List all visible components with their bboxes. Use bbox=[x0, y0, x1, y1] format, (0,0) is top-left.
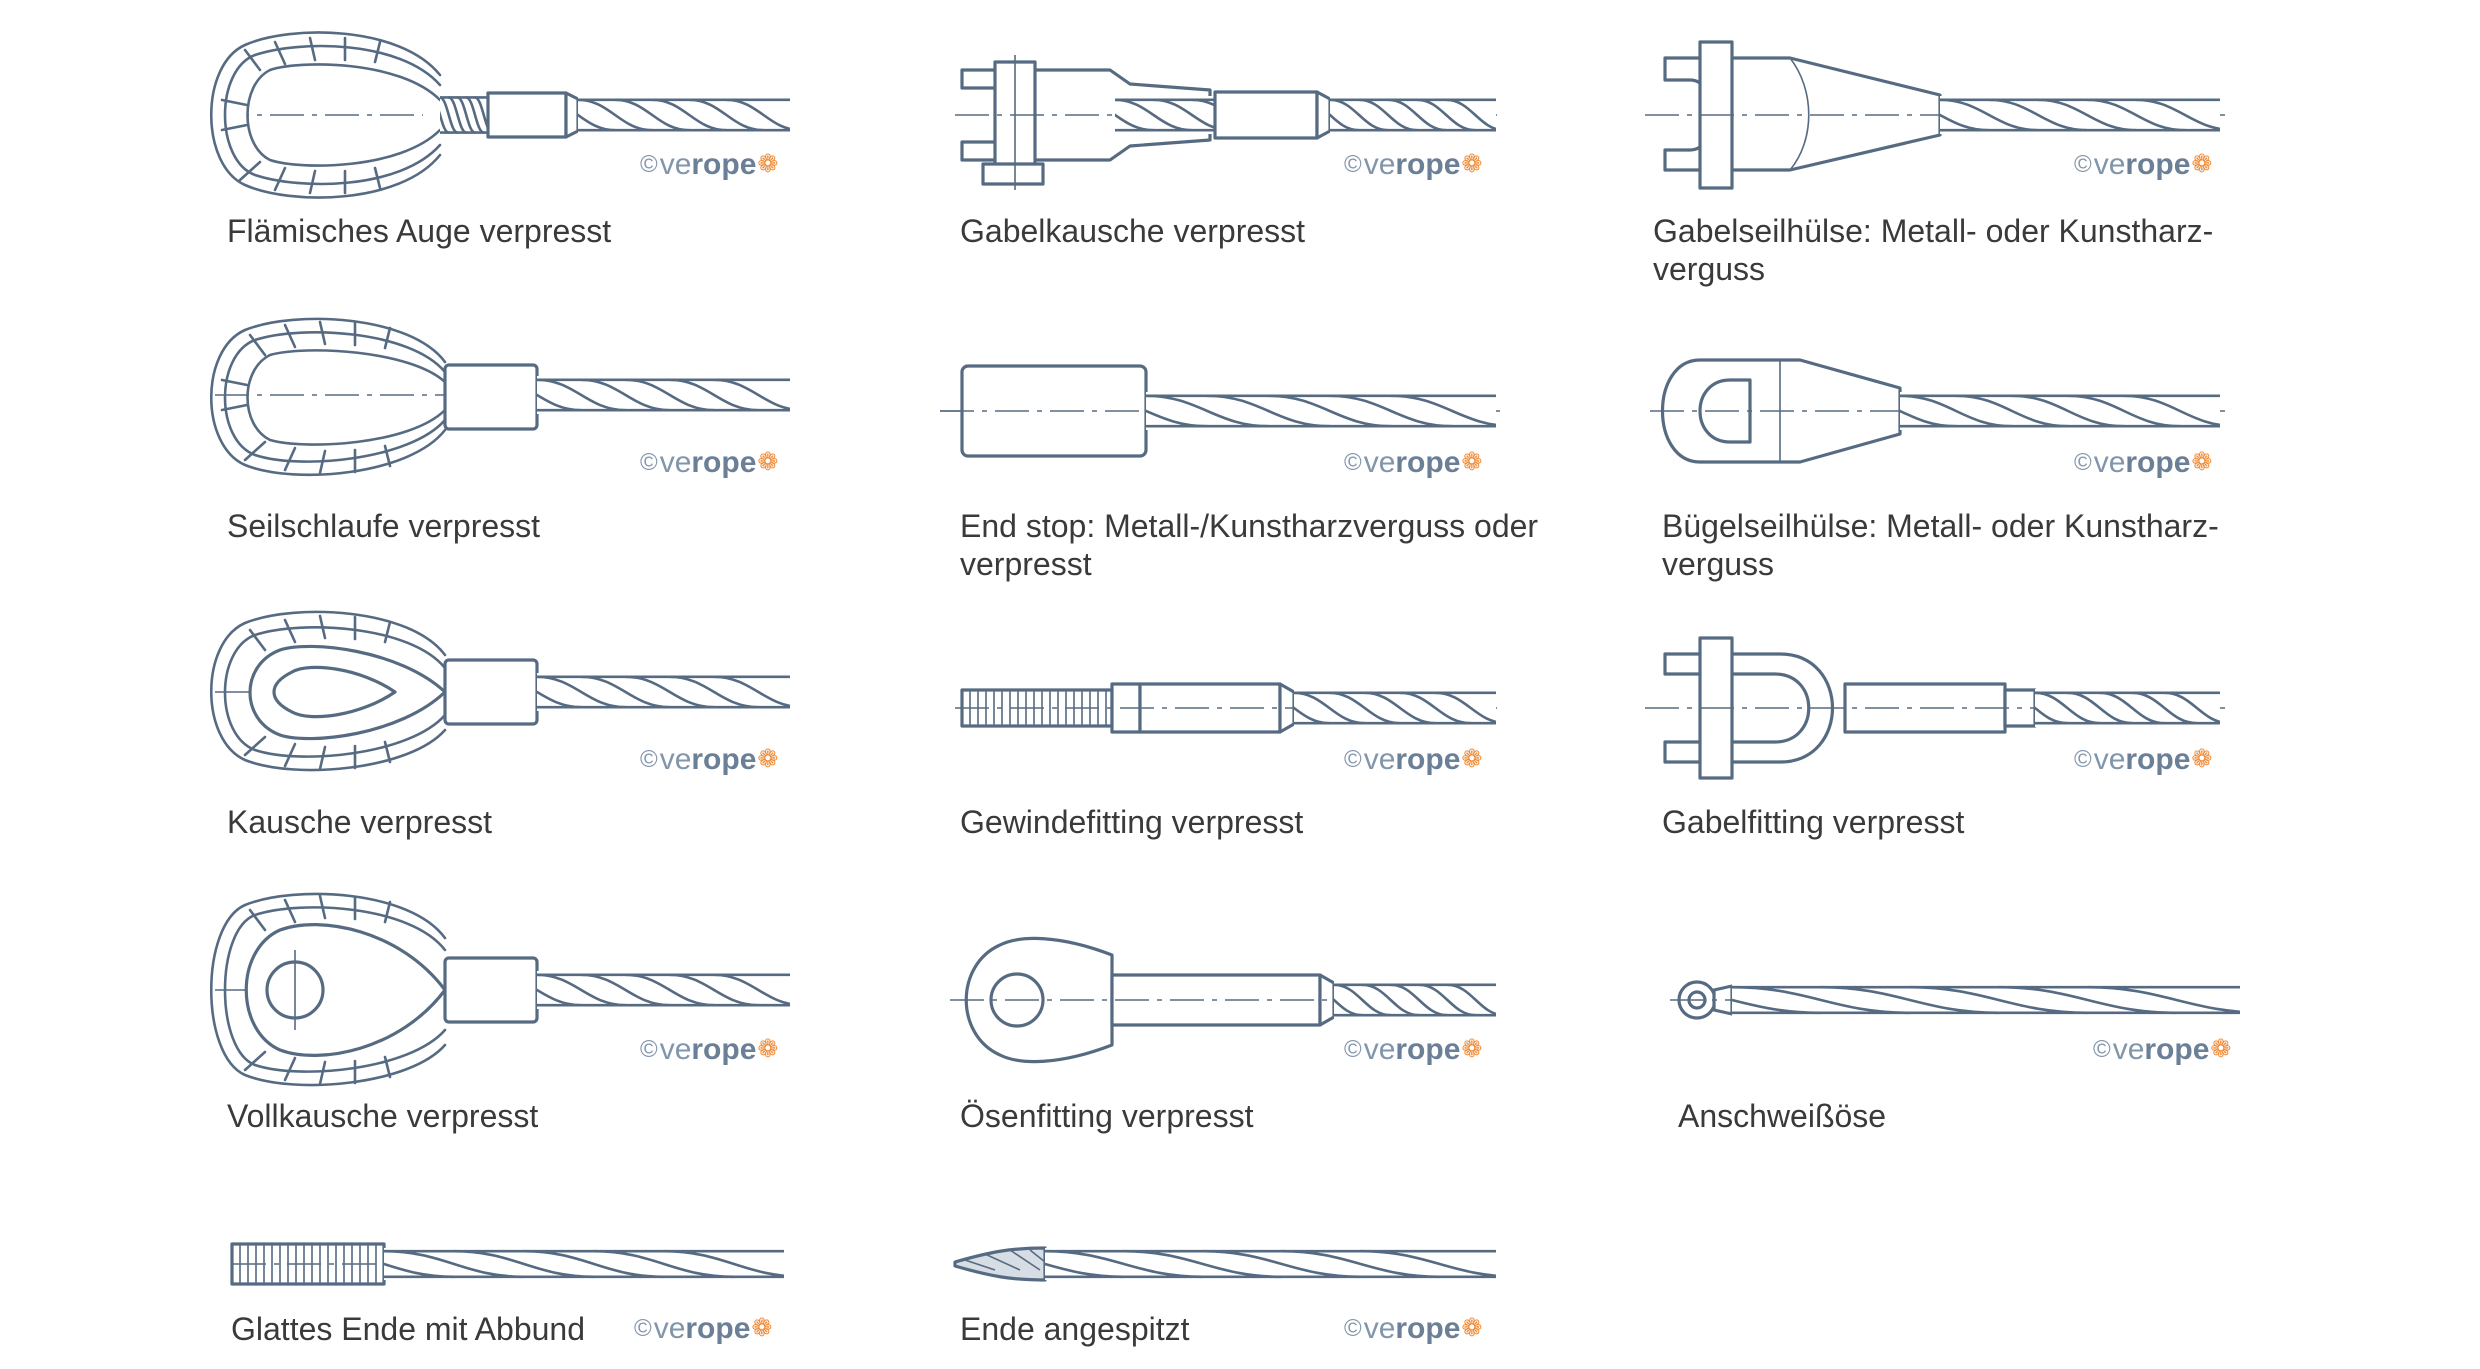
verope-logo: ©verope❁ bbox=[1344, 743, 1483, 776]
verope-mark-icon: ❁ bbox=[1461, 150, 1483, 178]
copyright-sign: © bbox=[2074, 151, 2092, 178]
label-gabelfitting: Gabelfitting verpresst bbox=[1662, 804, 1965, 840]
verope-logo: ©verope❁ bbox=[640, 446, 779, 479]
verope-logo: ©verope❁ bbox=[634, 1312, 773, 1345]
label-ende-angespitzt: Ende angespitzt bbox=[960, 1311, 1190, 1347]
diagram-gabelfitting bbox=[1645, 636, 2225, 780]
verope-mark-icon: ❁ bbox=[1461, 1314, 1483, 1342]
verope-logo: ©verope❁ bbox=[2074, 446, 2213, 479]
diagram-buegelseilhuelse bbox=[1650, 358, 2225, 464]
verope-mark-icon: ❁ bbox=[2191, 448, 2213, 476]
diagram-kausche bbox=[209, 610, 802, 772]
verope-logo: ©verope❁ bbox=[1344, 1312, 1483, 1345]
verope-logo: ©verope❁ bbox=[2074, 148, 2213, 181]
copyright-sign: © bbox=[2093, 1036, 2111, 1063]
verope-logo: ©verope❁ bbox=[2093, 1033, 2232, 1066]
diagram-gabelseilhuelse bbox=[1645, 40, 2225, 190]
diagram-anschweissoese bbox=[1670, 980, 2240, 1020]
verope-logo: ©verope❁ bbox=[640, 1033, 779, 1066]
diagram-end-stop bbox=[940, 364, 1500, 458]
diagram-seilschlaufe bbox=[209, 317, 802, 477]
label-seilschlaufe: Seilschlaufe verpresst bbox=[227, 508, 541, 544]
verope-mark-icon: ❁ bbox=[1461, 448, 1483, 476]
diagram-gabelkausche bbox=[955, 55, 1500, 190]
copyright-sign: © bbox=[1344, 449, 1362, 476]
diagram-ende-angespitzt bbox=[953, 1246, 1519, 1282]
label-gewindefitting: Gewindefitting verpresst bbox=[960, 804, 1304, 840]
label-flaemisches-auge: Flämisches Auge verpresst bbox=[227, 213, 612, 249]
copyright-sign: © bbox=[640, 1036, 658, 1063]
label-buegelseilhuelse: Bügelseilhülse: Metall- oder Kunstharz- … bbox=[1662, 508, 2219, 582]
verope-mark-icon: ❁ bbox=[751, 1314, 773, 1342]
copyright-sign: © bbox=[2074, 746, 2092, 773]
diagram-vollkausche bbox=[209, 892, 802, 1087]
verope-logo: ©verope❁ bbox=[1344, 446, 1483, 479]
label-gabelkausche: Gabelkausche verpresst bbox=[960, 213, 1306, 249]
label-end-stop: End stop: Metall-/Kunstharzverguss oder … bbox=[960, 508, 1539, 582]
verope-mark-icon: ❁ bbox=[2210, 1035, 2232, 1063]
copyright-sign: © bbox=[640, 151, 658, 178]
verope-mark-icon: ❁ bbox=[2191, 150, 2213, 178]
copyright-sign: © bbox=[1344, 1036, 1362, 1063]
verope-mark-icon: ❁ bbox=[1461, 1035, 1483, 1063]
copyright-sign: © bbox=[1344, 151, 1362, 178]
verope-logo: ©verope❁ bbox=[1344, 1033, 1483, 1066]
copyright-sign: © bbox=[640, 449, 658, 476]
label-vollkausche: Vollkausche verpresst bbox=[227, 1098, 539, 1134]
copyright-sign: © bbox=[1344, 1315, 1362, 1342]
verope-logo: ©verope❁ bbox=[640, 148, 779, 181]
diagram-gewindefitting bbox=[955, 682, 1500, 734]
verope-mark-icon: ❁ bbox=[757, 1035, 779, 1063]
label-glattes-ende: Glattes Ende mit Abbund bbox=[231, 1311, 585, 1347]
label-anschweissoese: Anschweißöse bbox=[1678, 1098, 1887, 1134]
copyright-sign: © bbox=[640, 746, 658, 773]
verope-logo: ©verope❁ bbox=[640, 743, 779, 776]
copyright-sign: © bbox=[1344, 746, 1362, 773]
label-kausche: Kausche verpresst bbox=[227, 804, 493, 840]
label-gabelseilhuelse: Gabelseilhülse: Metall- oder Kunstharz- … bbox=[1653, 213, 2214, 287]
verope-logo: ©verope❁ bbox=[1344, 148, 1483, 181]
copyright-sign: © bbox=[634, 1315, 652, 1342]
diagram-glattes-ende bbox=[230, 1242, 804, 1286]
diagram-oesenfitting bbox=[950, 936, 1500, 1064]
verope-logo: ©verope❁ bbox=[2074, 743, 2213, 776]
diagram-flaemisches-auge bbox=[207, 31, 800, 199]
verope-mark-icon: ❁ bbox=[757, 448, 779, 476]
verope-mark-icon: ❁ bbox=[757, 150, 779, 178]
verope-mark-icon: ❁ bbox=[2191, 745, 2213, 773]
verope-mark-icon: ❁ bbox=[1461, 745, 1483, 773]
copyright-sign: © bbox=[2074, 449, 2092, 476]
verope-mark-icon: ❁ bbox=[757, 745, 779, 773]
label-oesenfitting: Ösenfitting verpresst bbox=[960, 1098, 1254, 1134]
